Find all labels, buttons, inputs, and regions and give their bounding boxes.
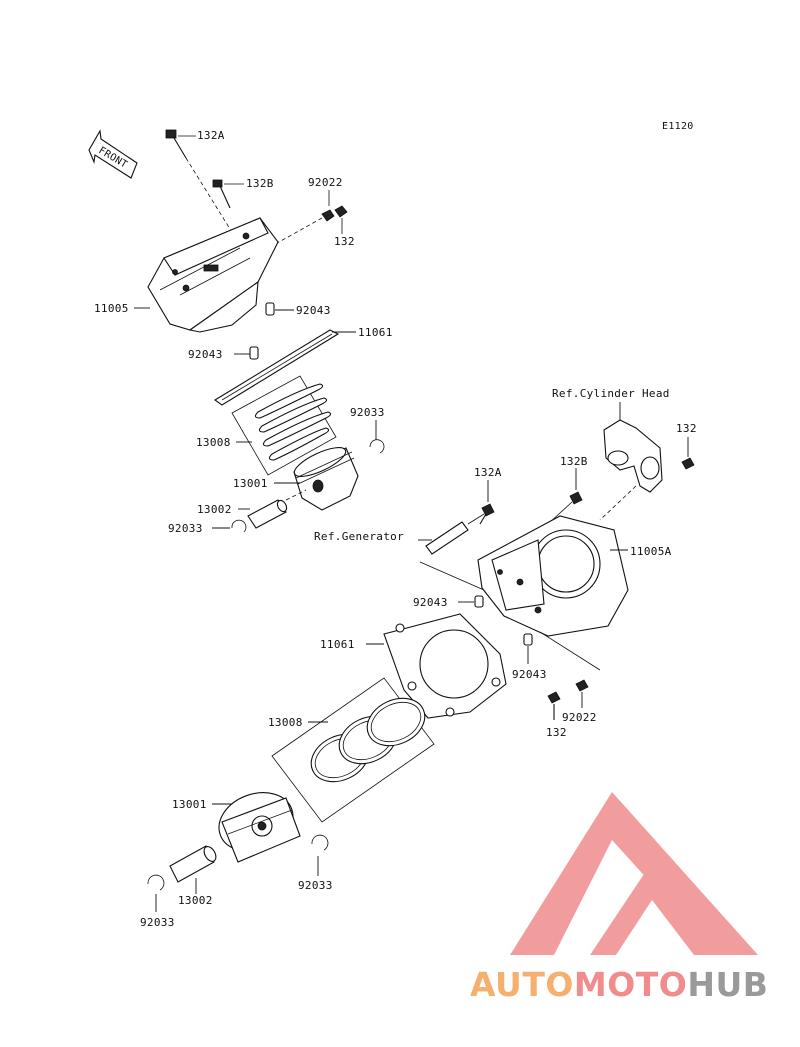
- bolt-132a-mid: [479, 480, 495, 525]
- cylinder-head-11005: [147, 217, 279, 333]
- label-11061-bottom: 11061: [320, 638, 355, 651]
- label-132-right: 132: [676, 422, 697, 435]
- label-ref-generator: Ref.Generator: [314, 530, 404, 543]
- label-132b-mid: 132B: [560, 455, 588, 468]
- label-92033-a: 92033: [350, 406, 385, 419]
- cylinder-head-fitting: [599, 419, 663, 521]
- washer-92022-top: [269, 190, 335, 248]
- label-132a-mid: 132A: [474, 466, 502, 479]
- bolt-132-right: [681, 437, 695, 470]
- label-92033-c: 92033: [298, 879, 333, 892]
- automotohub-logo: [510, 792, 758, 955]
- label-11061-top: 11061: [358, 326, 393, 339]
- piston-rings-13008-bottom: [271, 677, 435, 823]
- clip-92033-c: [311, 834, 329, 876]
- generator-rod: [425, 513, 485, 555]
- wordmark-hub: HUB: [687, 965, 768, 1004]
- label-13002-bottom: 13002: [178, 894, 213, 907]
- label-92022-top: 92022: [308, 176, 343, 189]
- front-arrow-icon: FRONT: [88, 129, 138, 179]
- dowel-92043-a: [265, 302, 294, 316]
- label-13001-bottom: 13001: [172, 798, 207, 811]
- label-132-bottom: 132: [546, 726, 567, 739]
- piston-pin-13002-bottom: [169, 845, 217, 894]
- label-13001-top: 13001: [233, 477, 268, 490]
- bolt-132-top: [334, 205, 348, 234]
- label-92043-c: 92043: [413, 596, 448, 609]
- wordmark-moto: MOTO: [574, 965, 687, 1004]
- clip-92033-b: [212, 519, 247, 533]
- cylinder-11005a: [419, 515, 629, 671]
- label-92022-bottom: 92022: [562, 711, 597, 724]
- dowel-92043-c: [458, 595, 484, 608]
- label-92033-d: 92033: [140, 916, 175, 929]
- label-92043-b: 92043: [188, 348, 223, 361]
- label-92043-a: 92043: [296, 304, 331, 317]
- bolt-132b-top: [212, 179, 244, 209]
- automotohub-wordmark: AUTOMOTOHUB: [470, 965, 768, 1004]
- washer-92022-bottom: [575, 679, 589, 708]
- label-92033-b: 92033: [168, 522, 203, 535]
- label-92043-d: 92043: [512, 668, 547, 681]
- label-13008-top: 13008: [196, 436, 231, 449]
- piston-13001-bottom: [212, 792, 301, 863]
- gasket-11061-bottom: [366, 613, 507, 719]
- dowel-92043-b: [234, 346, 259, 360]
- label-11005: 11005: [94, 302, 129, 315]
- label-13002-top: 13002: [197, 503, 232, 516]
- piston-rings-13008-top: [231, 375, 337, 476]
- label-132-top: 132: [334, 235, 355, 248]
- piston-pin-13002-top: [238, 489, 307, 529]
- dowel-92043-d: [523, 633, 533, 664]
- gasket-11061-top: [214, 329, 356, 406]
- svg-text:AUTOMOTOHUB: AUTOMOTOHUB: [470, 965, 768, 1004]
- clip-92033-d: [147, 874, 165, 912]
- bolt-132b-mid: [547, 468, 583, 525]
- piston-13001-top: [274, 447, 359, 511]
- bolt-132-bottom: [547, 691, 561, 720]
- label-ref-cylinder-head: Ref.Cylinder Head: [552, 387, 670, 400]
- clip-92033-a: [369, 420, 385, 454]
- bolt-132a-top: [165, 129, 244, 251]
- wordmark-auto: AUTO: [470, 965, 574, 1004]
- label-13008-bottom: 13008: [268, 716, 303, 729]
- label-132b-top: 132B: [246, 177, 274, 190]
- label-132a-top: 132A: [197, 129, 225, 142]
- label-11005a: 11005A: [630, 545, 672, 558]
- diagram-code: E1120: [662, 121, 694, 132]
